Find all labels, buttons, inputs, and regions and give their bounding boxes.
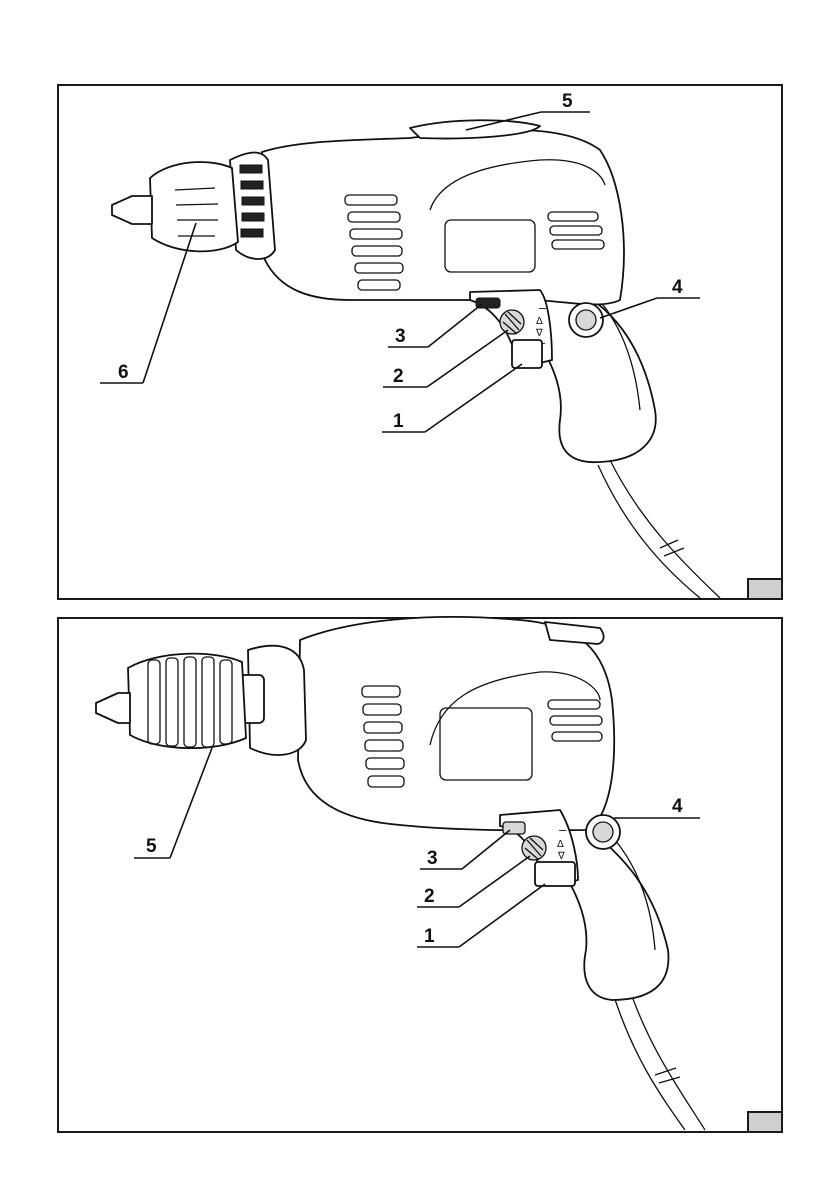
trigger-switch[interactable] xyxy=(535,862,575,886)
callout-5: 5 xyxy=(146,836,157,857)
callout-6: 6 xyxy=(118,362,129,383)
callout-4: 4 xyxy=(672,796,683,817)
svg-text:Δ: Δ xyxy=(536,316,543,327)
keyless-chuck xyxy=(150,162,238,251)
chuck-tip xyxy=(96,693,130,723)
callout-5: 5 xyxy=(562,91,573,112)
drill-body xyxy=(298,617,614,830)
drill-bottom: − Δ ∇ + xyxy=(96,617,705,1130)
callout-2: 2 xyxy=(424,886,435,907)
lock-on-button[interactable] xyxy=(593,822,613,842)
callout-3: 3 xyxy=(395,326,406,347)
drill-body xyxy=(262,130,624,305)
chuck-tip xyxy=(112,196,152,224)
callout-3: 3 xyxy=(427,848,438,869)
callout-2: 2 xyxy=(393,366,404,387)
callout-4: 4 xyxy=(672,277,683,298)
callout-1: 1 xyxy=(424,926,435,947)
top-grip xyxy=(545,622,604,644)
svg-text:Δ: Δ xyxy=(557,839,564,850)
svg-text:−: − xyxy=(558,824,567,837)
lock-on-button[interactable] xyxy=(576,310,596,330)
power-cord xyxy=(610,460,720,598)
svg-text:−: − xyxy=(538,302,547,315)
drill-top: − Δ ∇ + xyxy=(112,120,720,598)
callout-1: 1 xyxy=(393,411,404,432)
trigger-switch[interactable] xyxy=(512,340,542,368)
keyless-chuck xyxy=(128,654,246,749)
